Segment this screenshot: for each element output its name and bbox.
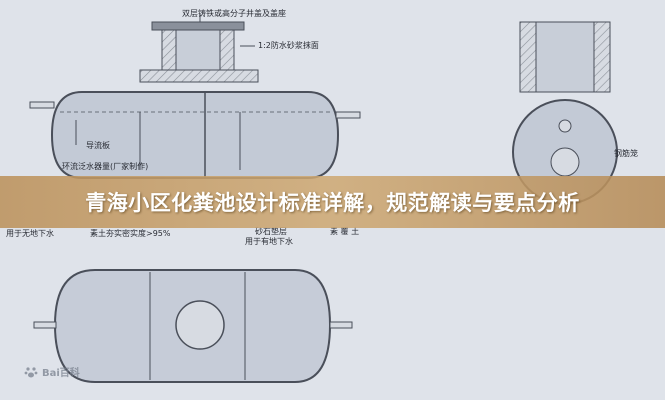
plan-view	[33, 269, 353, 383]
plan-outlet-pipe	[329, 321, 353, 329]
label-plaster: 1:2防水砂浆抹面	[258, 41, 319, 50]
label-groundwater-left: 用于无地下水	[6, 229, 54, 238]
watermark: Bai百科	[24, 364, 80, 379]
title-banner: 青海小区化粪池设计标准详解，规范解读与要点分析	[0, 176, 665, 228]
label-rebar-cage: 钢筋笼	[614, 149, 638, 158]
label-cover: 双层铸铁或高分子井盖及盖座	[182, 9, 286, 18]
label-level-gauge: 环流泛水器量(厂家制作)	[62, 162, 149, 171]
cross-wall-right	[593, 21, 611, 93]
base-slab	[139, 69, 259, 83]
cross-inner-opening	[550, 147, 580, 177]
cross-wall-left	[519, 21, 537, 93]
label-sand-layer: 砂石垫层	[255, 227, 287, 236]
label-groundwater-mid: 用于有地下水	[245, 237, 293, 246]
label-soil: 素 覆 土	[330, 227, 360, 236]
plan-inlet-pipe	[33, 321, 57, 329]
watermark-text: Bai百科	[42, 368, 80, 379]
plan-manhole	[175, 300, 225, 350]
label-guide-plate: 导流板	[86, 141, 110, 150]
outlet-pipe	[335, 111, 361, 119]
inlet-pipe	[29, 101, 55, 109]
label-compaction: 素土夯实密实度>95%	[90, 229, 171, 238]
page-title: 青海小区化粪池设计标准详解，规范解读与要点分析	[85, 191, 580, 215]
paw-icon	[24, 366, 38, 377]
cross-vent	[558, 119, 572, 133]
manhole-cover	[151, 21, 245, 31]
section-view	[29, 14, 361, 179]
